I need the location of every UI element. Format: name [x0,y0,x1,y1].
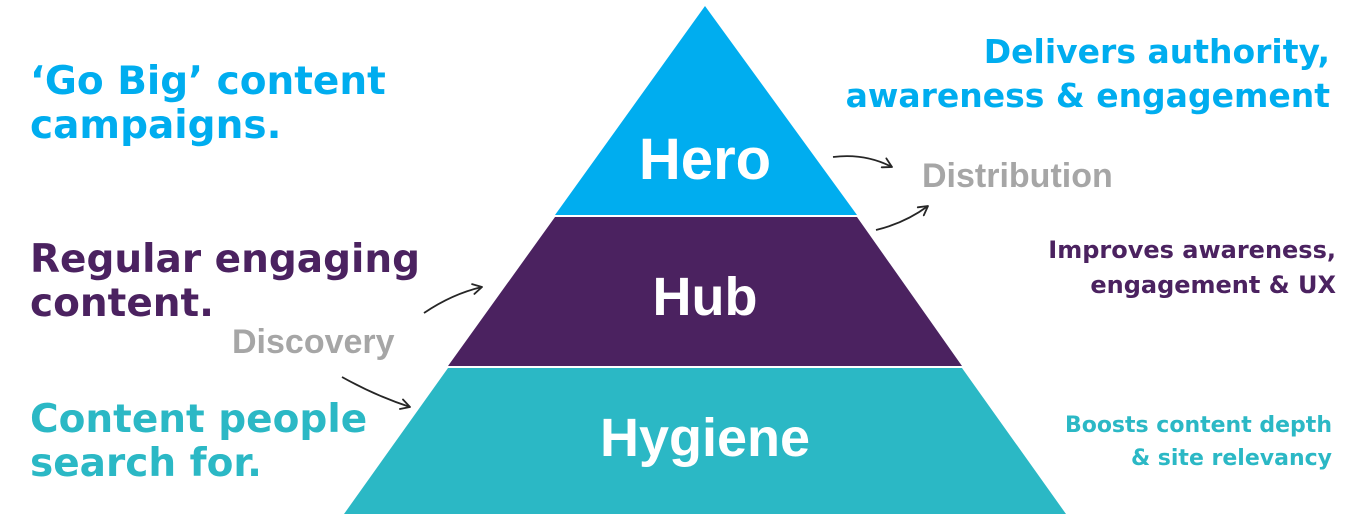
discovery-arrow-lower [341,376,411,410]
hub-benefit-line: Improves awareness, [1048,236,1336,264]
hygiene-tier-label: Hygiene [600,408,810,468]
hero-tier [555,6,857,215]
hygiene-description: Content people search for. [30,398,367,486]
discovery-label: Discovery [232,323,395,361]
hub-tier-label: Hub [653,267,758,327]
hero-benefit-line: awareness & engagement [845,76,1330,115]
hub-description: Regular engaging content. [30,238,420,326]
distribution-arrow-lower [875,205,929,231]
hygiene-description-line: search for. [30,441,262,486]
distribution-label: Distribution [922,157,1113,195]
hub-benefit-line: engagement & UX [1090,271,1336,299]
hub-description-line: Regular engaging [30,237,421,282]
hero-description: ‘Go Big’ content campaigns. [30,60,386,148]
distribution-arrow-upper [832,155,893,169]
hygiene-description-line: Content people [30,397,368,442]
hero-benefit: Delivers authority, awareness & engageme… [846,30,1330,118]
hygiene-benefit-line: Boosts content depth [1064,413,1332,438]
hygiene-benefit: Boosts content depth & site relevancy [1065,409,1332,475]
hub-tier [448,217,962,366]
hero-tier-label: Hero [639,127,771,192]
hub-benefit: Improves awareness, engagement & UX [1048,233,1336,303]
hero-benefit-line: Delivers authority, [983,32,1330,71]
hygiene-benefit-line: & site relevancy [1130,446,1332,471]
discovery-arrow-upper [423,283,483,314]
hygiene-tier [344,368,1066,514]
hub-description-line: content. [30,281,214,326]
hero-description-line: ‘Go Big’ content [30,59,386,104]
hero-description-line: campaigns. [30,103,282,148]
